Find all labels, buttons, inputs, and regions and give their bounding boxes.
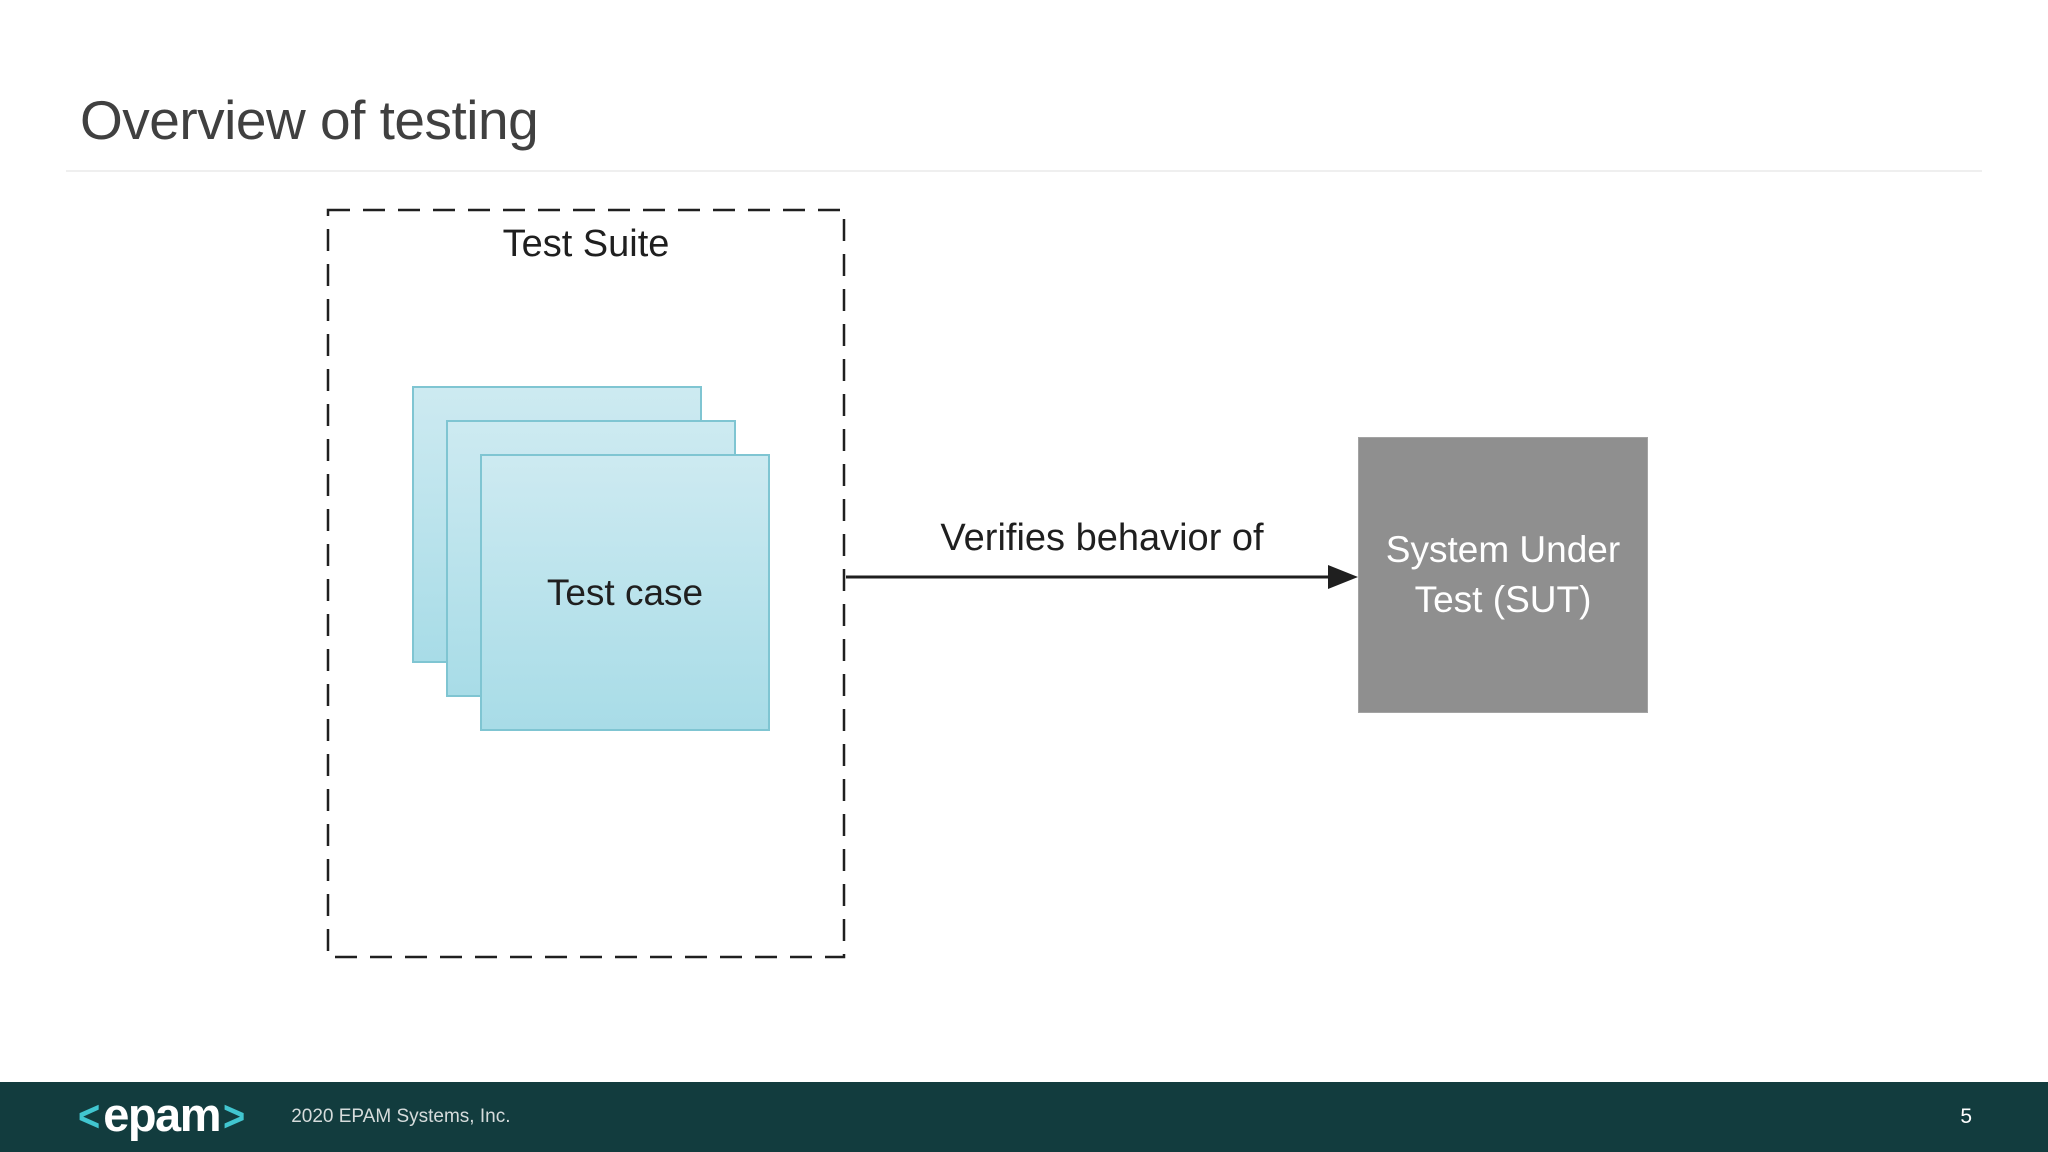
test-case-card-front: Test case bbox=[480, 454, 770, 731]
test-case-label: Test case bbox=[546, 571, 704, 613]
test-suite-group-label: Test Suite bbox=[502, 223, 670, 265]
system-under-test-label: System Under Test (SUT) bbox=[1385, 529, 1621, 620]
epam-logo-left-bracket-icon: < bbox=[78, 1092, 101, 1142]
page-title: Overview of testing bbox=[80, 88, 539, 151]
epam-logo-wordmark: epam bbox=[103, 1087, 221, 1141]
epam-logo-right-bracket-icon: > bbox=[222, 1092, 246, 1142]
footer-bar: < epam > 2020 EPAM Systems, Inc. 5 bbox=[0, 1082, 2048, 1152]
copyright-text: 2020 EPAM Systems, Inc. bbox=[291, 1106, 511, 1127]
title-divider bbox=[66, 170, 1982, 172]
system-under-test-box: System Under Test (SUT) bbox=[1358, 437, 1648, 713]
epam-logo: < epam > bbox=[78, 1091, 245, 1144]
page-number: 5 bbox=[1960, 1105, 1972, 1128]
verifies-arrow-head bbox=[1328, 565, 1358, 589]
verifies-arrow-label: Verifies behavior of bbox=[940, 517, 1264, 559]
